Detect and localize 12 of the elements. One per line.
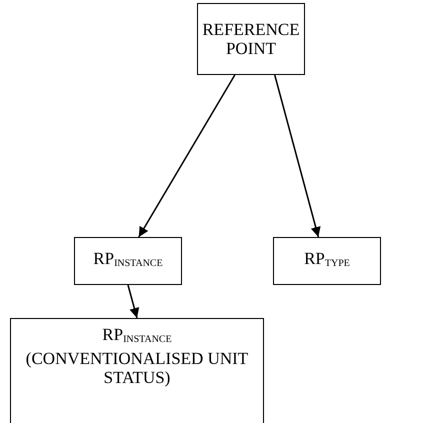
box-label: (CONVENTIONALISED UNIT STATUS) <box>24 349 250 387</box>
box-label: REFERENCE POINT <box>201 20 301 58</box>
concept-box <box>10 318 264 423</box>
concept-box <box>74 237 182 285</box>
concept-box <box>273 237 381 285</box>
concept-box <box>197 3 305 75</box>
box-label: RP$_{TYPE}$ <box>304 249 350 271</box>
box-label: RP$_{INSTANCE}$ <box>102 325 172 347</box>
arrow <box>138 74 236 238</box>
box-label: RP$_{INSTANCE}$ <box>93 249 163 271</box>
arrow <box>127 284 140 318</box>
arrow <box>274 74 321 238</box>
